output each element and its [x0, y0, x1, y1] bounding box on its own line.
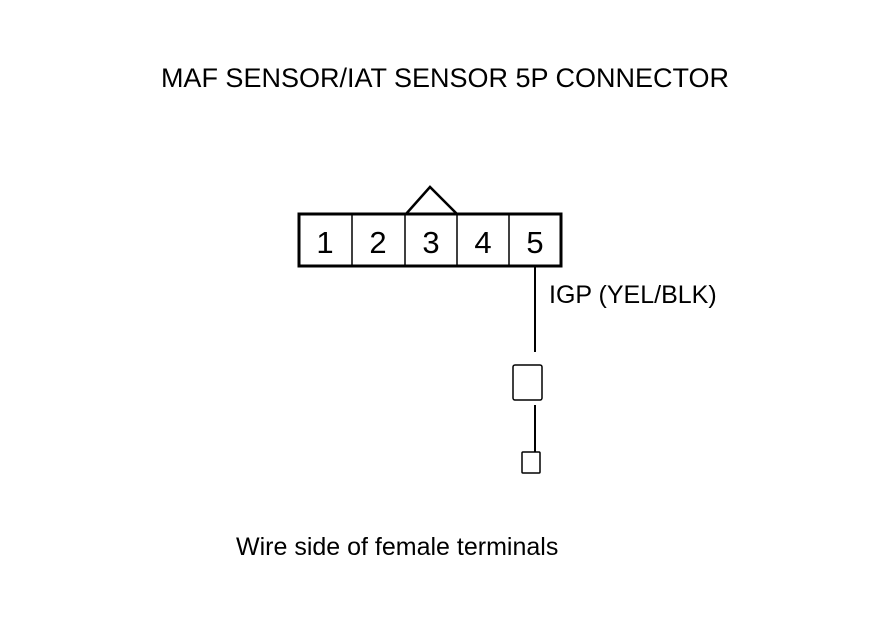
terminal-2-label: 2	[369, 225, 386, 260]
test-probe-body	[512, 364, 543, 401]
test-probe-tip	[521, 451, 541, 474]
connector-lock-tab	[405, 185, 458, 215]
connector-title: MAF SENSOR/IAT SENSOR 5P CONNECTOR	[160, 63, 730, 93]
terminal-3-label: 3	[422, 225, 439, 260]
terminal-5-label: 5	[526, 225, 543, 260]
diagram-caption: Wire side of female terminals	[236, 533, 559, 561]
wire-label: IGP (YEL/BLK)	[549, 281, 717, 309]
terminal-1-label: 1	[316, 225, 333, 260]
terminal-4-label: 4	[474, 225, 491, 260]
connector-body	[297, 212, 563, 268]
